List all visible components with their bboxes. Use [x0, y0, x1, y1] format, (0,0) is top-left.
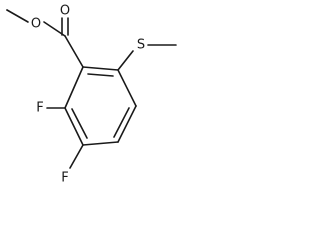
bond-carbonyl-ring	[64, 35, 84, 68]
bond-ring-c5-c4	[117, 105, 137, 143]
bond-ring-c3-c2	[64, 107, 84, 146]
bond-methyl-o	[6, 9, 29, 23]
atom-label-sulfur: S	[137, 38, 145, 53]
atom-label-fluorine-3: F	[61, 171, 68, 186]
bond-c3-f	[69, 144, 84, 169]
bond-ring-c5-c4-inner	[113, 107, 130, 138]
bond-ring-c6-c5	[117, 69, 137, 107]
bond-ring-c2-c1	[64, 66, 84, 109]
atom-label-ester-oxygen: O	[31, 17, 41, 32]
bond-ring-c3-c2-inner	[71, 108, 88, 139]
bond-ring-c4-c3	[82, 141, 119, 146]
bond-layer	[6, 9, 177, 169]
bond-ring-c1-c6-inner	[87, 73, 114, 77]
chemical-structure-diagram: O O S F F	[0, 0, 187, 191]
atom-label-fluorine-2: F	[36, 101, 43, 116]
atom-label-layer: O O S F F	[31, 4, 145, 186]
atom-label-carbonyl-oxygen: O	[60, 4, 70, 19]
bond-c6-s	[117, 50, 134, 71]
bond-ring-c1-c6	[82, 66, 119, 71]
